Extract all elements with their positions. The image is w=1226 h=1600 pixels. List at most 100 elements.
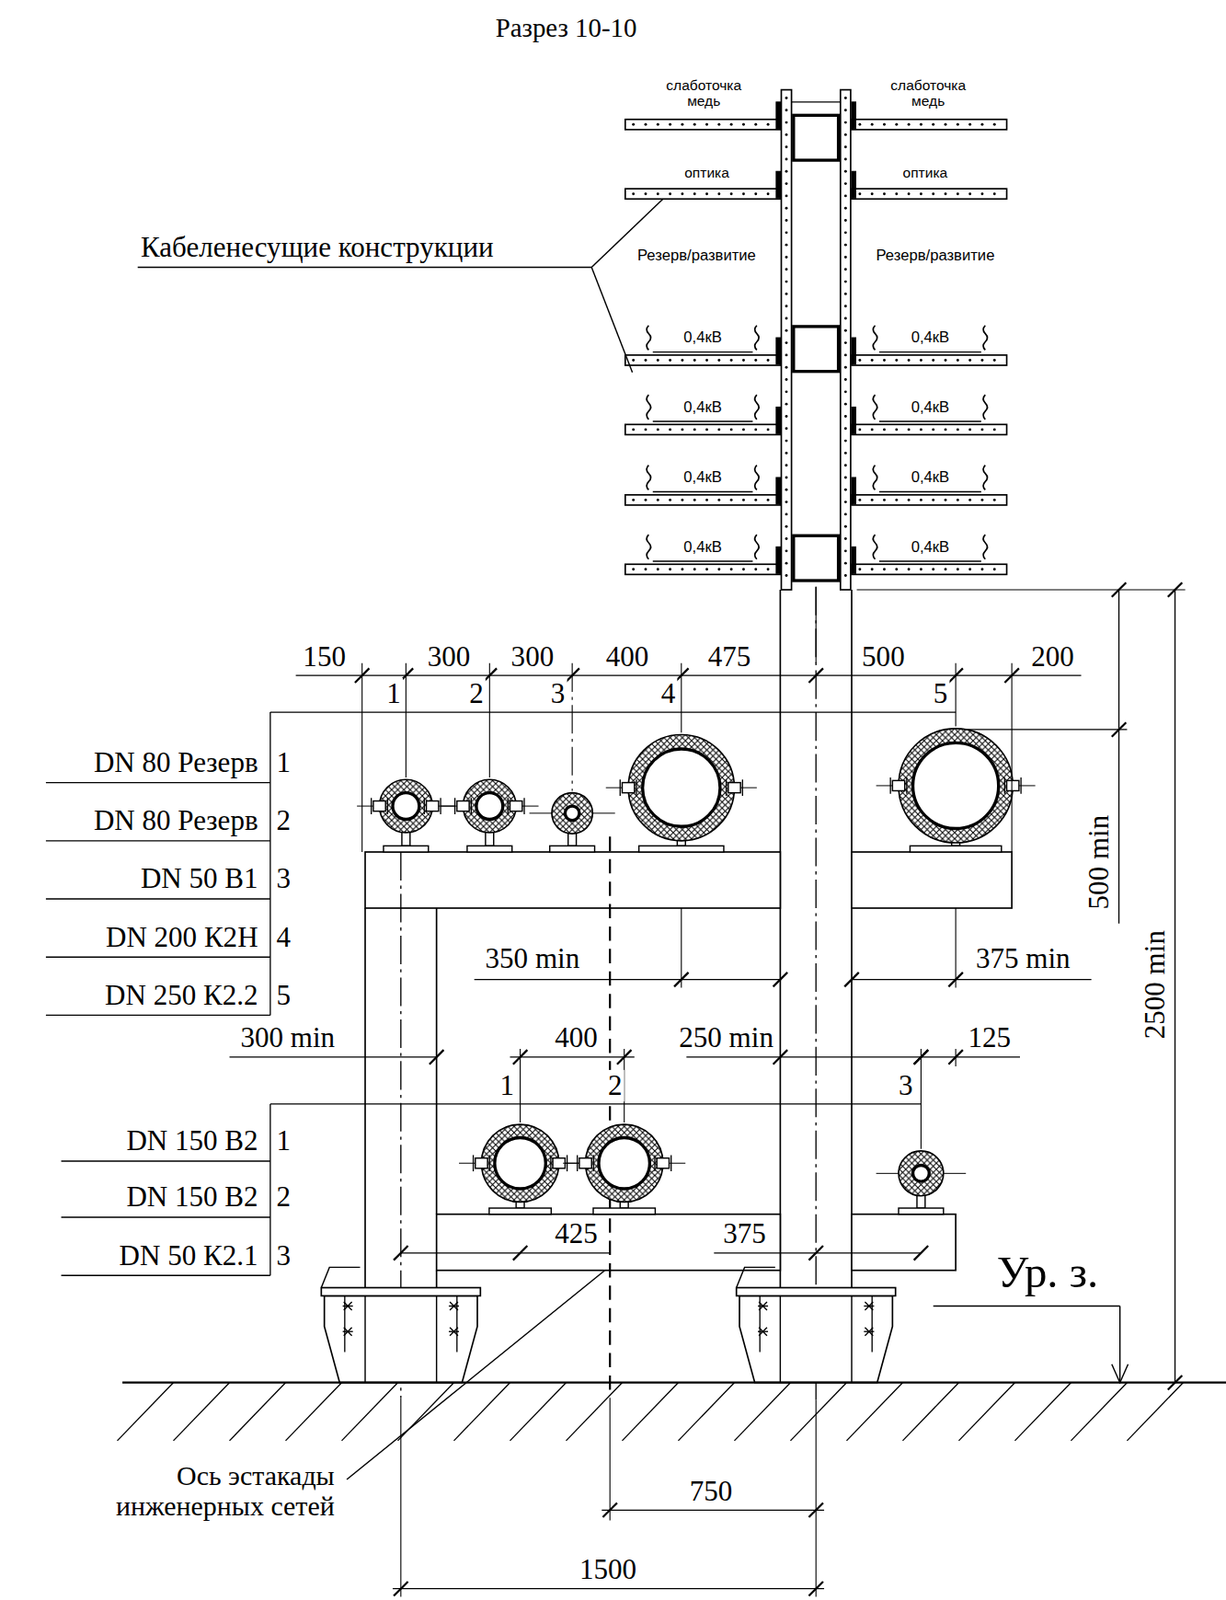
cable-bundle-end xyxy=(872,534,877,560)
perforation xyxy=(785,280,789,284)
leader-line xyxy=(346,1270,606,1479)
perforation xyxy=(844,267,848,271)
tray-perforation xyxy=(644,192,648,195)
table-line xyxy=(61,1274,271,1276)
perforated-strip xyxy=(780,90,791,590)
perforation xyxy=(785,267,789,271)
tray-perforation xyxy=(858,192,861,195)
voltage-label: 0,4кВ xyxy=(908,469,952,486)
tray-perforation xyxy=(870,192,874,195)
tray-bracket xyxy=(776,171,780,198)
support-plate xyxy=(467,845,513,852)
dimension-tick xyxy=(1111,582,1127,597)
callout-number: 2 xyxy=(274,805,293,837)
tray-perforation xyxy=(742,192,745,195)
tray-perforation xyxy=(668,498,672,502)
tray-perforation xyxy=(730,123,734,127)
ground-hatch xyxy=(173,1382,230,1441)
dimension-line xyxy=(229,1055,437,1057)
dimension-line xyxy=(509,1055,634,1057)
perforation xyxy=(785,341,789,344)
tray-perforation xyxy=(944,192,948,195)
tray-perforation xyxy=(644,123,648,127)
tray-perforation xyxy=(870,358,874,362)
lower-beam xyxy=(851,1214,956,1271)
support-plate xyxy=(593,1207,655,1215)
dimension-label: 150 xyxy=(300,641,348,673)
table-line xyxy=(45,956,271,958)
tray-perforation xyxy=(931,192,935,195)
pipe-clamp xyxy=(475,1157,488,1169)
tray-perforation xyxy=(944,123,948,127)
tray-perforation xyxy=(894,567,898,571)
tray-perforation xyxy=(680,192,684,195)
extension-line xyxy=(361,663,363,852)
section-title: Разрез 10-10 xyxy=(492,13,639,44)
post-edge xyxy=(435,1294,437,1382)
clamp-bolt xyxy=(635,779,637,796)
tray-perforation xyxy=(907,427,911,431)
tray-perforation xyxy=(993,123,997,127)
bolt-mark xyxy=(343,1301,353,1310)
dimension-label: 1500 xyxy=(577,1554,640,1586)
extension-line xyxy=(489,663,491,778)
clamp-bolt xyxy=(742,779,744,796)
tray-perforation xyxy=(693,358,697,362)
tray-perforation xyxy=(907,567,911,571)
dimension-line xyxy=(296,674,1082,676)
tray-perforation xyxy=(870,427,874,431)
dimension-line xyxy=(601,1509,825,1511)
dimension-label: 300 xyxy=(424,641,472,673)
tray-perforation xyxy=(956,567,960,571)
callout-number: 5 xyxy=(274,979,293,1011)
dimension-tick xyxy=(429,1049,445,1065)
tray-perforation xyxy=(968,192,972,195)
tray-perforation xyxy=(742,123,745,127)
tray-perforation xyxy=(870,498,874,502)
bolt-mark xyxy=(449,1327,459,1336)
bolt-mark xyxy=(758,1327,768,1336)
tray-perforation xyxy=(730,427,734,431)
tray-perforation xyxy=(858,358,861,362)
tray-perforation xyxy=(705,358,709,362)
cable-bundle-end xyxy=(755,394,759,420)
dimension-tick xyxy=(808,1502,824,1518)
pipe-clamp xyxy=(509,801,522,812)
tray-perforation xyxy=(894,192,898,195)
clamp-bolt xyxy=(670,1154,672,1171)
cable-bundle-end xyxy=(646,325,651,351)
dimension-tick xyxy=(773,972,789,987)
pipe-designation: DN 150 В2 xyxy=(124,1125,261,1158)
dimension-line xyxy=(686,1055,921,1057)
pipe-clamp xyxy=(426,801,439,812)
perforation xyxy=(844,389,848,393)
perforation xyxy=(844,537,848,540)
clamp-bolt xyxy=(593,1154,595,1171)
upper-beam xyxy=(851,851,1012,908)
pipe-clamp xyxy=(656,1157,669,1169)
perforation xyxy=(844,121,848,125)
table-line xyxy=(61,1159,271,1161)
tray-perforation xyxy=(882,123,886,127)
tray-bracket xyxy=(851,337,856,365)
perforation xyxy=(785,255,789,259)
support-plate xyxy=(898,1207,944,1215)
cable-tray-label: слаботочка медь xyxy=(882,78,974,110)
leader-line xyxy=(137,266,593,268)
extension-line xyxy=(519,1048,521,1123)
voltage-label: 0,4кВ xyxy=(908,329,952,346)
perforation xyxy=(785,426,789,430)
voltage-label: 0,4кВ xyxy=(681,398,724,415)
dimension-tick xyxy=(808,1581,824,1596)
dimension-tick xyxy=(808,1245,824,1261)
extension-line xyxy=(680,663,682,733)
tray-perforation xyxy=(730,358,734,362)
dimension-tick xyxy=(1168,582,1183,597)
clamp-bolt xyxy=(523,797,525,814)
perforation xyxy=(844,378,848,381)
tray-perforation xyxy=(668,192,672,195)
tray-perforation xyxy=(767,567,770,571)
cable-tray xyxy=(851,423,1008,435)
pipe-insulation xyxy=(628,733,734,840)
cable-tray xyxy=(625,494,781,505)
